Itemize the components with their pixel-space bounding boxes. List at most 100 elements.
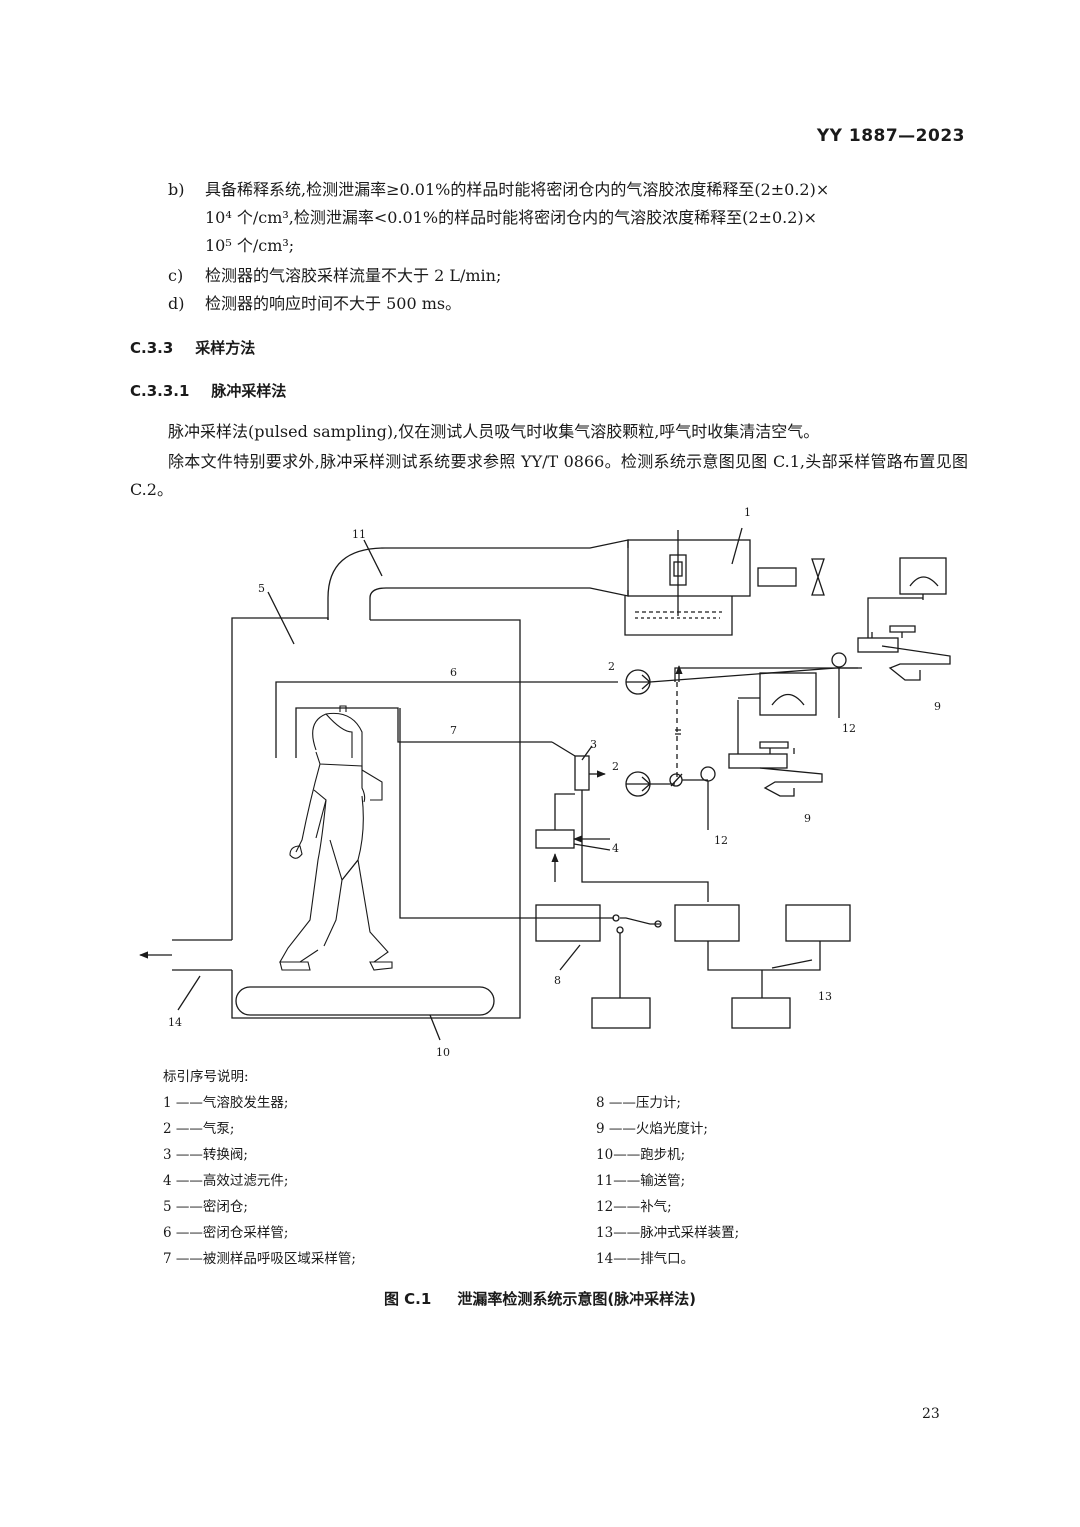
chamber-sampling-tube [275,681,618,758]
callout-label: 2 [608,660,615,673]
legend-item-10: 10——跑步机; [596,1142,739,1168]
list-item-b-line-3: 10⁵ 个/cm³; [205,236,295,255]
legend-title: 标引序号说明: [163,1069,249,1085]
legend-label: ——密闭仓采样管; [175,1225,289,1241]
legend-num: 13 [596,1225,614,1241]
exhaust-duct [172,939,232,971]
list-item-b-line-1: 具备稀释系统,检测泄漏率≥0.01%的样品时能将密闭仓内的气溶胶浓度稀释至(2±… [205,180,830,199]
legend-num: 3 [163,1147,172,1163]
callout-label: 1 [744,506,751,519]
legend-item-3: 3 ——转换阀; [163,1142,356,1168]
callout-label: 3 [590,738,597,751]
section-number: C.3.3 [130,339,174,357]
legend-item-13: 13——脉冲式采样装置; [596,1220,739,1246]
legend-label: ——补气; [613,1199,672,1215]
callout-label: 11 [352,528,366,541]
pulse-sampler-unit-3 [591,997,651,1029]
paragraph-test-system: 除本文件特别要求外,脉冲采样测试系统要求参照 YY/T 0866。检测系统示意图… [130,452,968,499]
legend-num: 11 [596,1173,614,1189]
pressure-gauge [535,904,601,942]
legend-item-6: 6 ——密闭仓采样管; [163,1220,356,1246]
callout-label: 5 [258,582,265,595]
list-marker-d: d) [168,294,185,313]
legend-label: ——被测样品呼吸区域采样管; [175,1251,356,1267]
callout-label: 8 [554,974,561,987]
legend-item-11: 11——输送管; [596,1168,739,1194]
legend-item-7: 7 ——被测样品呼吸区域采样管; [163,1246,356,1272]
legend-num: 9 [596,1121,605,1137]
legend-num: 2 [163,1121,172,1137]
pulse-sampler-unit-4 [731,997,791,1029]
legend-num: 5 [163,1199,172,1215]
legend-label: ——密闭仓; [175,1199,248,1215]
legend-num: 10 [596,1147,614,1163]
legend-left-column: 1 ——气溶胶发生器; 2 ——气泵; 3 ——转换阀; 4 ——高效过滤元件;… [163,1090,356,1272]
sealed-chamber [231,617,521,1019]
figure-number: 图 C.1 [383,1290,432,1308]
page-number: 23 [922,1406,940,1422]
list-item-d: 检测器的响应时间不大于 500 ms。 [205,294,462,313]
callout-label: 13 [818,990,832,1003]
legend-label: ——气溶胶发生器; [175,1095,289,1111]
legend-num: 14 [596,1251,614,1267]
flame-meter-upper [899,557,947,595]
legend-label: ——火焰光度计; [608,1121,708,1137]
callout-label: 6 [450,666,457,679]
treadmill [235,986,495,1016]
standard-code: YY 1887—2023 [816,126,965,146]
legend-num: 7 [163,1251,172,1267]
legend-label: ——压力计; [608,1095,681,1111]
fan-icon [811,558,825,596]
legend-item-4: 4 ——高效过滤元件; [163,1168,356,1194]
list-item-b: 具备稀释系统,检测泄漏率≥0.01%的样品时能将密闭仓内的气溶胶浓度稀释至(2±… [205,176,965,260]
legend-item-8: 8 ——压力计; [596,1090,739,1116]
switching-valve [574,755,590,791]
list-item-c: 检测器的气溶胶采样流量不大于 2 L/min; [205,266,502,285]
aerosol-liquid-tank [624,596,733,636]
callout-label: 12 [842,722,856,735]
photometer-lower [728,753,788,769]
breathing-zone-sampling-tube [295,707,600,919]
callout-label: 2 [612,760,619,773]
section-title: 采样方法 [195,339,256,357]
callout-label: 9 [804,812,811,825]
legend-item-2: 2 ——气泵; [163,1116,356,1142]
legend-label: ——气泵; [175,1121,235,1137]
generator-heater [757,567,797,587]
callout-label: 10 [436,1046,450,1059]
legend-label: ——跑步机; [613,1147,686,1163]
photometer-upper [857,637,899,653]
pulse-sampler-unit-2 [785,904,851,942]
legend-num: 8 [596,1095,605,1111]
legend-label: ——脉冲式采样装置; [613,1225,740,1241]
legend-item-14: 14——排气口。 [596,1246,739,1272]
makeup-air-lower [700,766,716,782]
legend-item-12: 12——补气; [596,1194,739,1220]
transfer-duct [327,539,629,620]
legend-item-1: 1 ——气溶胶发生器; [163,1090,356,1116]
legend-num: 12 [596,1199,614,1215]
figure-title: 泄漏率检测系统示意图(脉冲采样法) [457,1290,697,1308]
test-person-figure [279,705,393,971]
legend-num: 4 [163,1173,172,1189]
list-marker-c: c) [168,266,184,285]
flame-meter-lower [759,672,817,716]
makeup-air-upper [831,652,847,668]
legend-right-column: 8 ——压力计; 9 ——火焰光度计; 10——跑步机; 11——输送管; 12… [596,1090,739,1272]
legend-item-5: 5 ——密闭仓; [163,1194,356,1220]
legend-num: 1 [163,1095,172,1111]
callout-label: 14 [168,1016,182,1029]
callout-label: 9 [934,700,941,713]
list-marker-b: b) [168,180,185,199]
subsection-number: C.3.3.1 [130,382,190,400]
callout-label: 7 [450,724,457,737]
leak-test-system-diagram: 1 2 2 3 4 5 6 7 8 9 9 10 11 12 12 13 14 [139,506,951,1059]
hepa-filter [535,829,575,849]
paragraph-pulsed-sampling: 脉冲采样法(pulsed sampling),仅在测试人员吸气时收集气溶胶颗粒,… [168,422,820,441]
callout-label: 12 [714,834,728,847]
legend-item-9: 9 ——火焰光度计; [596,1116,739,1142]
legend-label: ——高效过滤元件; [175,1173,289,1189]
section-heading: C.3.3 采样方法 [130,337,255,358]
aerosol-generator [627,539,751,597]
